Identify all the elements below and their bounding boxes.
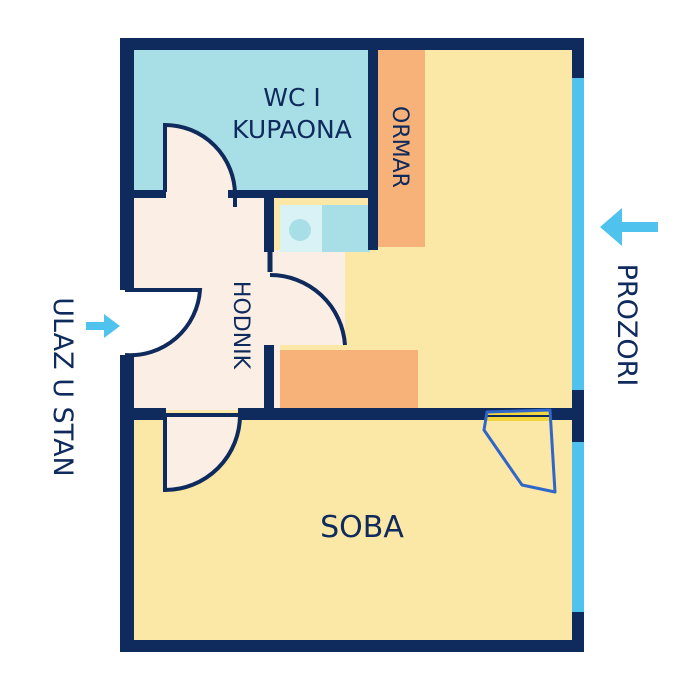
- bathroom-door-swing: [163, 122, 237, 207]
- entrance-door-swing: [124, 288, 203, 358]
- hodnik-label: HODNIK: [228, 281, 253, 370]
- room-door-swing: [269, 272, 347, 346]
- prozori-label: PROZORI: [611, 264, 642, 387]
- sink-icon: [289, 219, 311, 241]
- ormar-label: ORMAR: [387, 106, 412, 188]
- wc-label-line1: WC I: [263, 83, 321, 112]
- hallway-fill: [134, 192, 345, 410]
- soba-label: SOBA: [320, 510, 404, 545]
- sketch-blue-triangle: [482, 408, 557, 494]
- kitchen-counter: [280, 350, 418, 410]
- ulaz-label: ULAZ U STAN: [47, 297, 78, 477]
- window-lower: [572, 442, 584, 612]
- soba-door-swing: [163, 413, 243, 493]
- wc-label-line2: KUPAONA: [232, 115, 352, 144]
- wardrobe: [377, 50, 425, 247]
- entrance-arrow-icon: [86, 314, 120, 338]
- window-arrow-icon: [600, 208, 658, 246]
- window-upper: [572, 78, 584, 390]
